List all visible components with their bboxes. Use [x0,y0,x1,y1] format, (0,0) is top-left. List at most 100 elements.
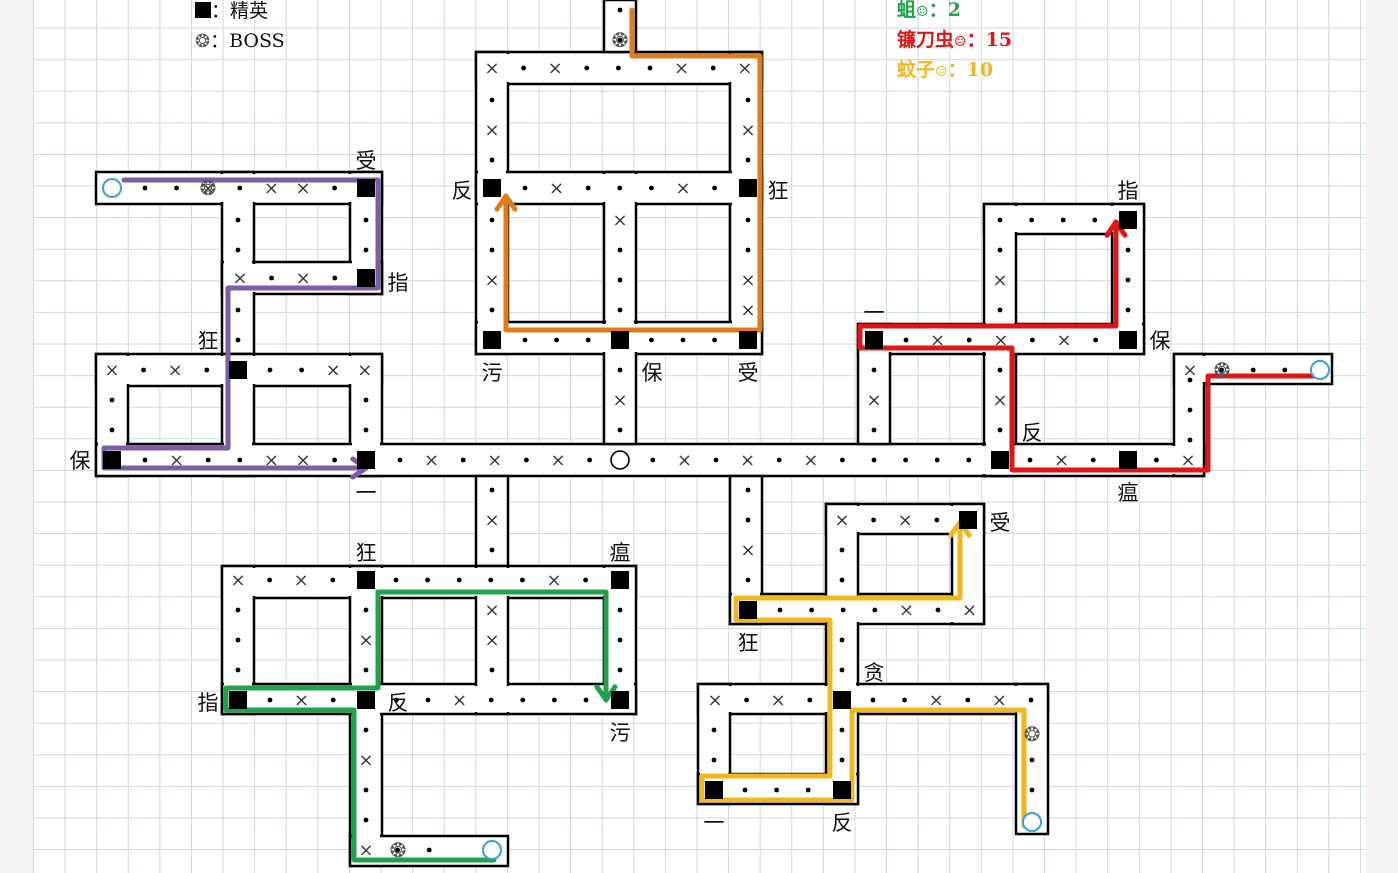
path-cross: × [484,510,499,531]
path-dot [617,37,623,43]
path-dot [617,277,623,283]
path-dot [997,247,1003,253]
path-dot [489,247,495,253]
smiley-icon: ☺ [916,4,929,20]
path-cross: × [740,450,755,471]
path-dot [489,307,495,313]
path-dot [966,337,972,343]
path-dot [997,427,1003,433]
path-dot [742,787,748,793]
path-dot [520,697,526,703]
path-dot [647,65,653,71]
legend-enemies: 蛆☺：2 镰刀虫☺：15 蚊子☺：10 [897,0,1012,86]
path-dot [524,457,529,463]
path-cross: × [803,450,818,471]
path-dot [840,457,845,463]
path-cross: × [484,270,499,291]
path-dot [269,275,274,281]
path-cross: × [294,570,309,591]
label-wen-1: 瘟 [1118,481,1139,505]
start-node [1310,360,1330,380]
path-cross: × [264,178,279,199]
path-dot [711,757,717,763]
path-dot [903,337,909,343]
elite-node [739,331,757,349]
path-cross: × [740,300,755,321]
path-dot [1092,217,1098,223]
path-dot [521,65,526,71]
path-dot [712,185,717,191]
path-dot [552,697,557,703]
path-dot [965,697,971,703]
path-dot [363,787,369,793]
path-dot [1027,457,1033,463]
legend-elite-row: ：精英 [195,0,285,26]
label-fan-4: 反 [832,811,853,835]
label-fan-1: 反 [452,179,473,203]
path-dot [966,457,972,463]
label-bao-3: 保 [1150,329,1171,353]
path-cross: × [740,120,755,141]
path-cross: × [737,58,752,79]
path-cross: × [1182,360,1197,381]
path-dot [649,337,654,343]
path-cross: × [612,210,627,231]
path-dot [489,667,495,673]
path-dot [680,337,686,343]
label-yi-3: 一 [704,811,725,835]
path-dot [393,577,399,583]
corridor-walls [94,0,1334,868]
path-cross: × [295,178,310,199]
path-dot [394,697,399,703]
path-cross: × [992,390,1007,411]
path-cross: × [546,570,561,591]
path-dot [870,697,876,703]
path-dot [871,367,877,373]
path-cross: × [866,390,881,411]
path-cross: × [487,450,502,471]
path-cross: × [548,58,563,79]
legend-symbols: ：精英 ❂：BOSS [195,0,285,57]
path-dot [839,757,845,763]
elite-node [103,451,121,469]
path-dot [1093,337,1098,343]
path-dot [777,607,783,613]
path-cross: × [168,360,183,381]
path-dot [488,577,494,583]
path-dot [903,457,908,463]
path-dot [235,307,241,313]
elite-node [705,781,723,799]
path-dot [363,817,369,823]
path-dot [1060,217,1066,223]
path-cross: × [1056,330,1071,351]
path-dot [363,607,369,613]
path-cross: × [201,178,216,199]
boss-node: ❂ [200,176,217,200]
path-dot [397,457,403,463]
path-cross: × [771,690,786,711]
path-dot [330,697,336,703]
path-dot [805,787,811,793]
path-dot [488,697,494,703]
path-dot [1187,377,1193,383]
path-dot [617,367,623,373]
path-dot [585,185,591,191]
path-dot [997,217,1003,223]
legend-mosquito-name: 蚊子 [897,59,936,81]
label-wu-2: 污 [610,721,631,745]
label-fan-2: 反 [1022,421,1043,445]
path-dot [1282,367,1288,373]
smiley-icon: ☺ [954,34,967,50]
path-dot [839,667,845,673]
elite-node [229,691,247,709]
label-shou-3: 受 [990,511,1011,535]
path-dot [174,185,180,191]
label-zhi-1: 指 [388,271,409,295]
corridor-floor [732,54,760,352]
path-dot [1125,247,1131,253]
path-cross: × [326,360,341,381]
corridor-floor [606,174,634,352]
path-dot [617,427,623,433]
label-kuang-3: 狂 [356,541,377,565]
path-dot [583,697,589,703]
